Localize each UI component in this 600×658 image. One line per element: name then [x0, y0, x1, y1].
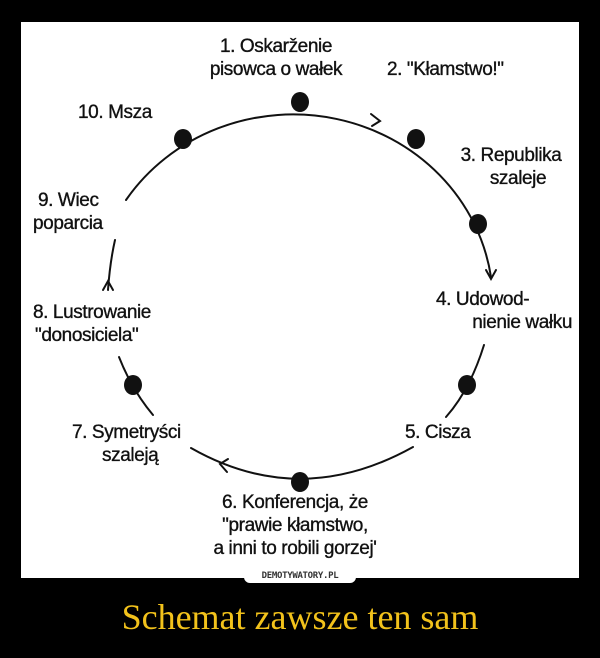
step-label-3: 3. Republika szaleje: [446, 144, 576, 190]
step-label-8: 8. Lustrowanie "donosiciela": [33, 301, 152, 347]
step-6-line-1: 6. Konferencja, że: [222, 492, 369, 513]
arrow-head-6-7: [218, 458, 229, 473]
step-6-line-3: a inni to robili gorzej': [213, 538, 377, 559]
step-5-line-1: 5. Cisza: [405, 422, 471, 443]
step-dot-2: [407, 129, 425, 149]
step-label-6: 6. Konferencja, że "prawie kłamstwo, a i…: [170, 491, 420, 560]
step-10-line-1: 10. Msza: [78, 102, 153, 123]
step-1-line-1: 1. Oskarženie: [219, 36, 333, 57]
step-dot-3: [469, 214, 487, 234]
step-8-line-1: 8. Lustrowanie: [33, 302, 152, 323]
step-9-line-1: 9. Wiec: [38, 190, 99, 211]
step-7-line-2: szaleją: [102, 445, 159, 466]
step-label-2: 2. "Kłamstwo!": [387, 58, 504, 81]
step-dot-5: [458, 375, 476, 395]
step-2-line-1: 2. "Kłamstwo!": [387, 59, 504, 80]
step-label-7: 7. Symetryści szaleją: [72, 421, 182, 467]
step-8-line-2: "donosiciela": [35, 325, 139, 346]
step-label-10: 10. Msza: [78, 101, 153, 124]
step-3-line-1: 3. Republika: [460, 145, 562, 166]
step-4-line-2: nienie wałku: [472, 312, 573, 333]
step-9-line-2: poparcia: [33, 213, 103, 234]
step-label-9: 9. Wiec poparcia: [33, 189, 103, 235]
cycle-arc-left-upper: [107, 239, 116, 291]
arrow-head-3-4: [485, 269, 497, 282]
step-dot-7: [124, 375, 142, 395]
step-dot-1: [291, 92, 309, 112]
step-6-line-2: "prawie kłamstwo,: [222, 515, 368, 536]
step-3-line-2: szaleje: [489, 168, 547, 189]
arrow-head-1-2: [370, 113, 382, 127]
step-label-5: 5. Cisza: [405, 421, 471, 444]
arrow-head-8-9: [102, 278, 114, 291]
watermark: DEMOTYWATORY.PL: [244, 569, 356, 583]
step-label-1: 1. Oskarženie pisowca o wałek: [176, 35, 376, 81]
step-label-4: 4. Udowod- nienie wałku: [436, 288, 573, 334]
cycle-arc-top: [125, 113, 492, 278]
step-dot-6: [291, 472, 309, 492]
caption: Schemat zawsze ten sam: [121, 597, 479, 637]
step-4-line-1: 4. Udowod-: [436, 289, 530, 310]
step-1-line-2: pisowca o wałek: [209, 59, 343, 80]
step-7-line-1: 7. Symetryści: [72, 422, 182, 443]
step-dot-10: [174, 129, 192, 149]
